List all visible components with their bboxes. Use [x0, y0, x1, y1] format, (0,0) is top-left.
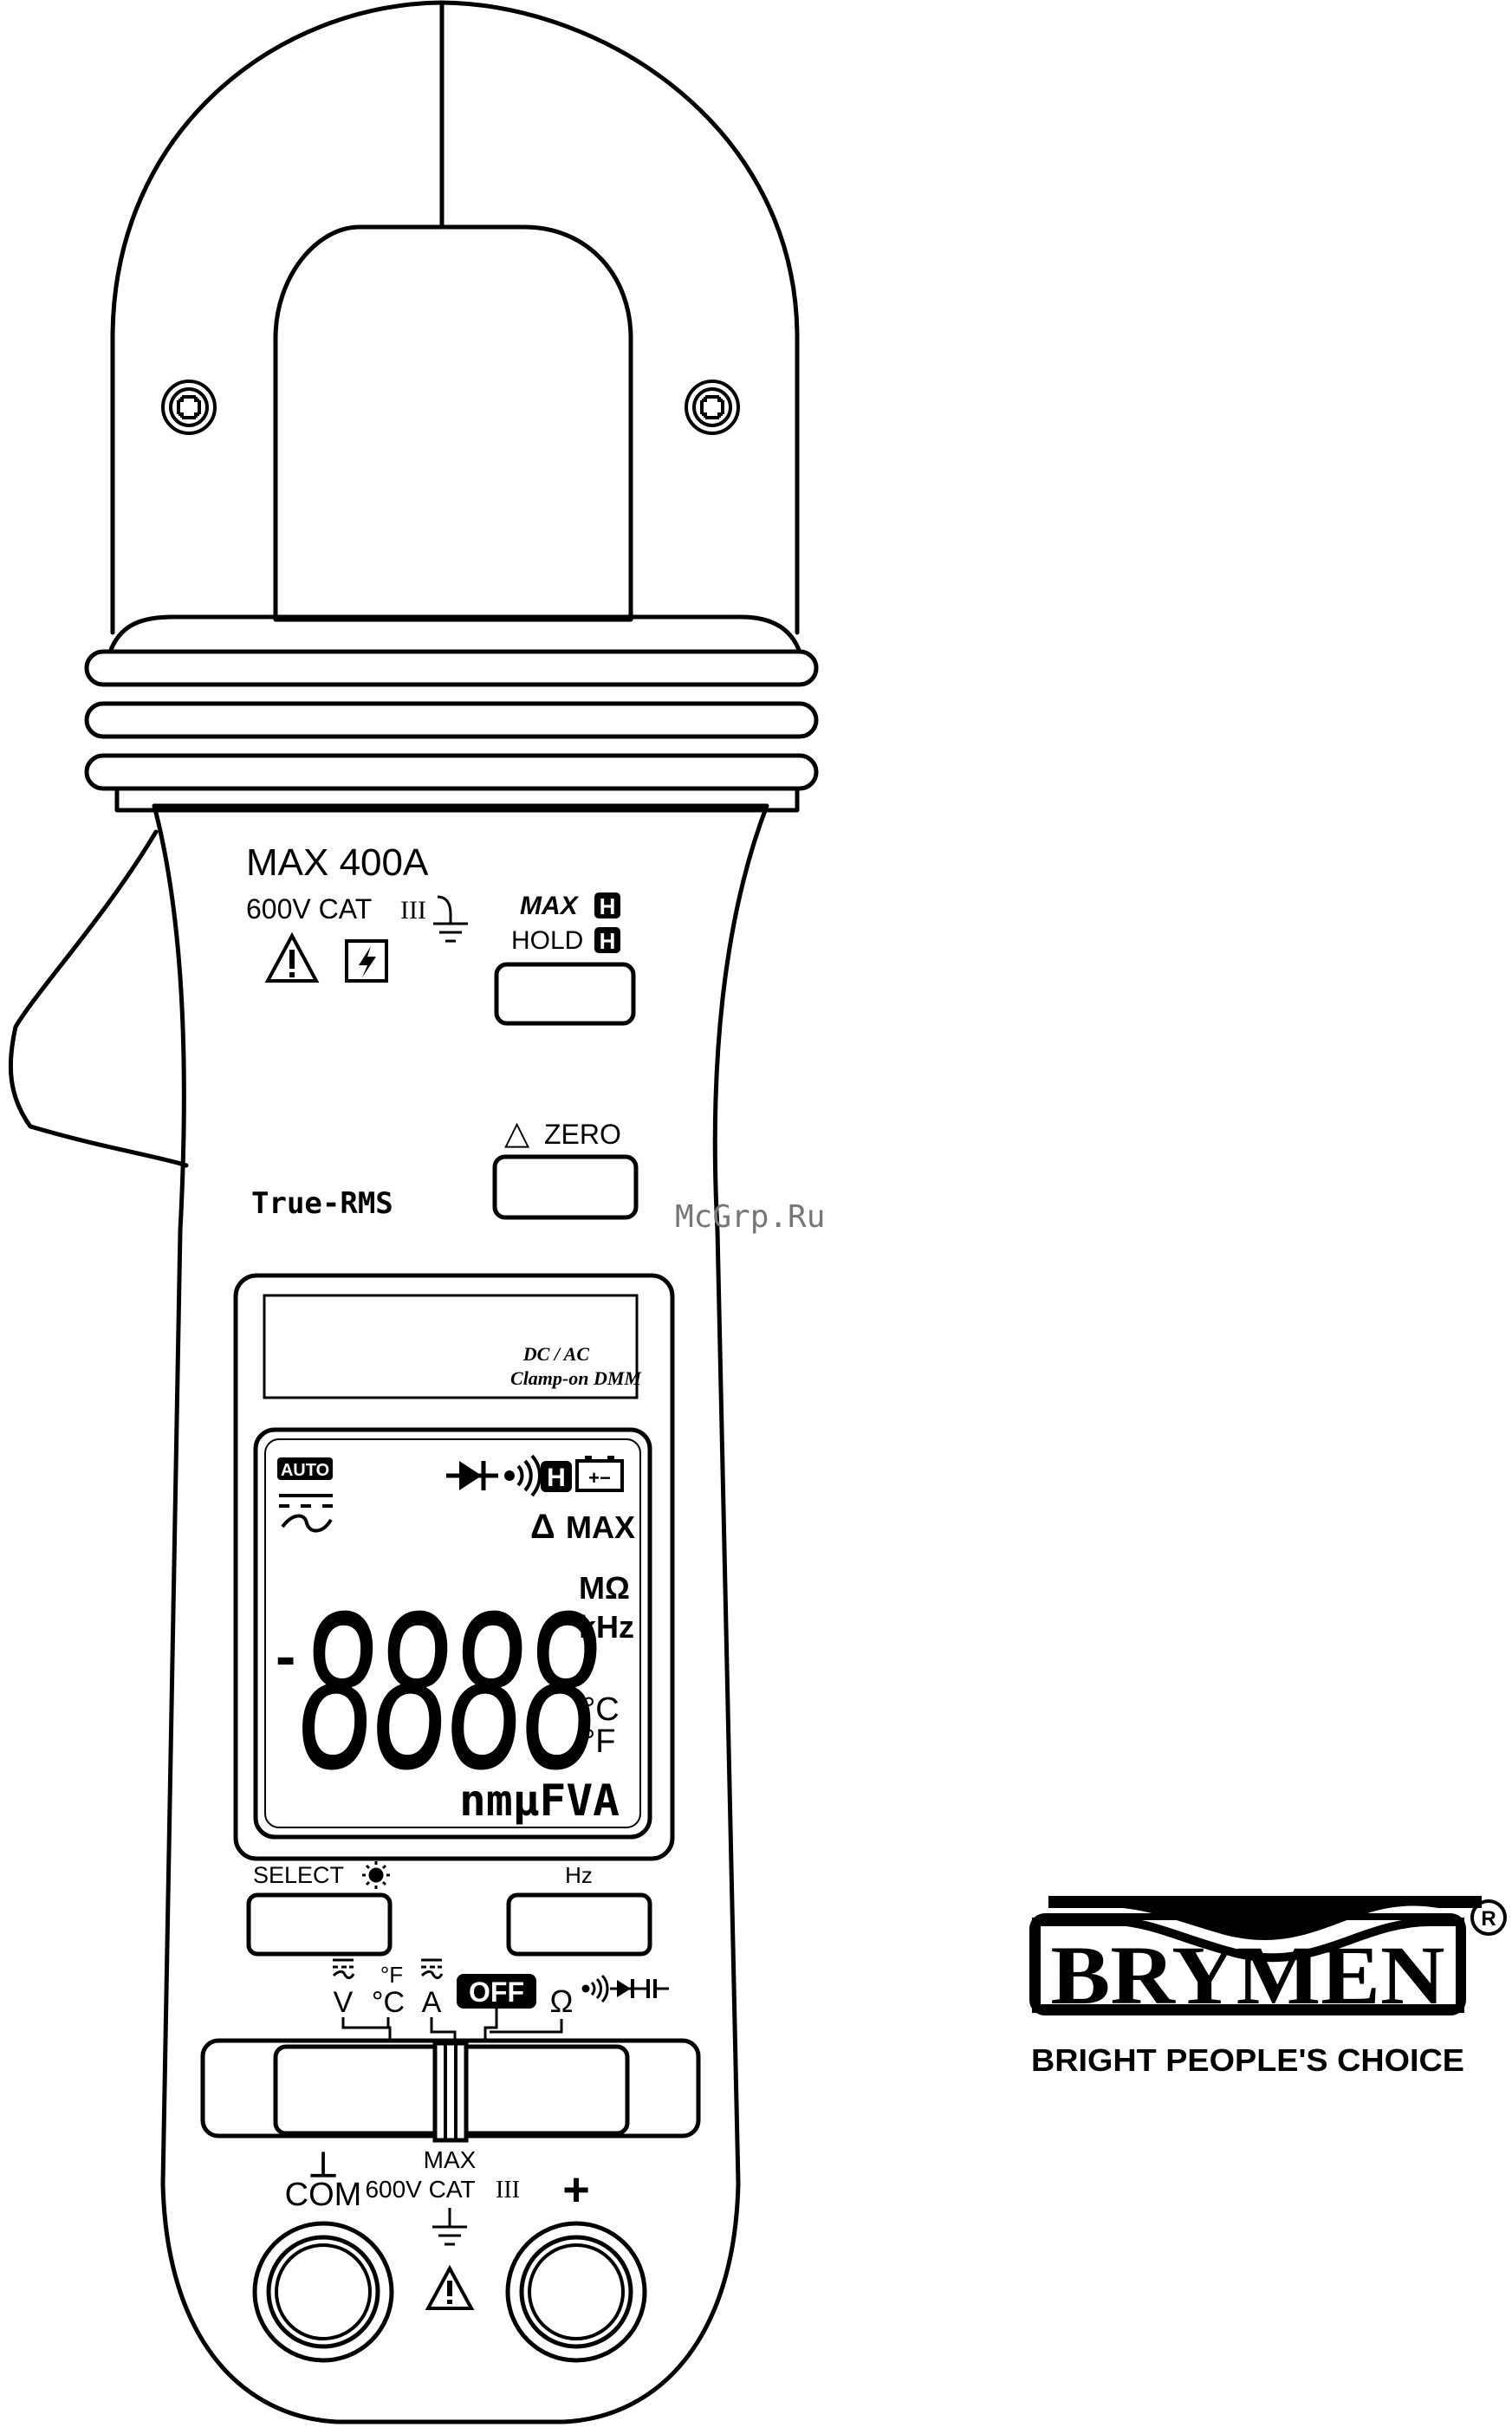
lcd-unit-mohm: MΩ: [579, 1570, 630, 1606]
select-button[interactable]: [249, 1895, 390, 1954]
watermark: McGrp.Ru: [675, 1199, 825, 1235]
battery-symbol: +−: [588, 1467, 611, 1489]
hz-label: Hz: [565, 1862, 593, 1888]
positive-jack[interactable]: [508, 2223, 645, 2360]
lcd-hold-icon: H: [541, 1461, 572, 1492]
dial-f: °F: [380, 1962, 403, 1988]
dial-markings: V °F °C A OFF Ω: [333, 1960, 669, 2049]
brand-tagline: BRIGHT PEOPLE'S CHOICE: [1031, 2042, 1464, 2078]
dial-ohm: Ω: [550, 1983, 574, 2019]
category-roman: III: [400, 896, 426, 925]
plus-symbol: +: [562, 2164, 590, 2216]
warning-icon: [268, 936, 316, 981]
lcd-unit-row: nmμFVA: [459, 1775, 620, 1826]
category-rating: 600V CAT: [246, 893, 372, 925]
max-rating: MAX 400A: [246, 841, 429, 884]
lcd-unit-f: °F: [582, 1723, 615, 1760]
collar-band-1: [87, 652, 816, 685]
zero-button[interactable]: [495, 1157, 636, 1217]
lcd-minus-sign: -: [276, 1622, 295, 1690]
battery-icon: +−: [577, 1456, 622, 1490]
jaw-opening: [276, 227, 631, 620]
hold-icon: H: [594, 927, 620, 954]
max-hold-icon-symbol: H: [600, 893, 616, 919]
lcd-unit-khz: kHz: [579, 1609, 634, 1645]
backlight-icon: [362, 1861, 390, 1889]
clamp-trigger: [10, 832, 186, 1165]
lcd-caption-line1: DC / AC: [522, 1343, 590, 1365]
lcd-hold-symbol: H: [547, 1464, 566, 1492]
zero-label: ZERO: [544, 1119, 621, 1150]
clamp-jaw: [113, 3, 797, 633]
true-rms-label: True-RMS: [251, 1186, 393, 1221]
lcd-unit-c: °C: [582, 1691, 620, 1728]
lcd-delta: Δ: [530, 1508, 555, 1546]
rotary-switch-pointer: [435, 2043, 466, 2140]
brand-name: BRYMEN: [1051, 1929, 1445, 2022]
com-label: COM: [285, 2177, 362, 2213]
select-label: SELECT: [253, 1862, 344, 1888]
registered-mark: R: [1481, 1907, 1496, 1931]
dial-a: A: [422, 1986, 442, 2019]
com-jack[interactable]: [255, 2223, 392, 2360]
terminal-warning-icon: [428, 2268, 471, 2308]
zero-symbol: △: [504, 1115, 530, 1152]
terminal-category-roman: III: [496, 2177, 520, 2204]
auto-label: AUTO: [281, 1461, 329, 1480]
hold-icon-symbol: H: [600, 928, 616, 954]
lcd-max: MAX: [566, 1509, 635, 1545]
high-voltage-icon: [347, 941, 386, 981]
dial-c: °C: [372, 1986, 405, 2019]
collar-top: [111, 617, 799, 650]
brymen-logo: BRYMEN R BRIGHT PEOPLE'S CHOICE: [1031, 1896, 1505, 2078]
collar-band-2: [87, 704, 816, 737]
max-hold-icon: H: [594, 892, 620, 919]
collar-band-3: [87, 756, 816, 789]
dial-v: V: [334, 1986, 354, 2019]
terminal-category: 600V CAT: [365, 2176, 475, 2203]
hz-button[interactable]: [509, 1895, 650, 1954]
ground-icon: [433, 897, 468, 941]
dial-off: OFF: [469, 1976, 524, 2008]
terminal-ground-icon: [432, 2208, 467, 2244]
screw-left: [163, 381, 215, 433]
lcd-caption-line2: Clamp-on DMM: [510, 1367, 642, 1389]
hold-label: HOLD: [511, 926, 583, 955]
terminal-max: MAX: [424, 2146, 477, 2173]
hold-button[interactable]: [496, 964, 633, 1023]
screw-right: [686, 381, 738, 433]
max-label: MAX: [520, 892, 580, 920]
